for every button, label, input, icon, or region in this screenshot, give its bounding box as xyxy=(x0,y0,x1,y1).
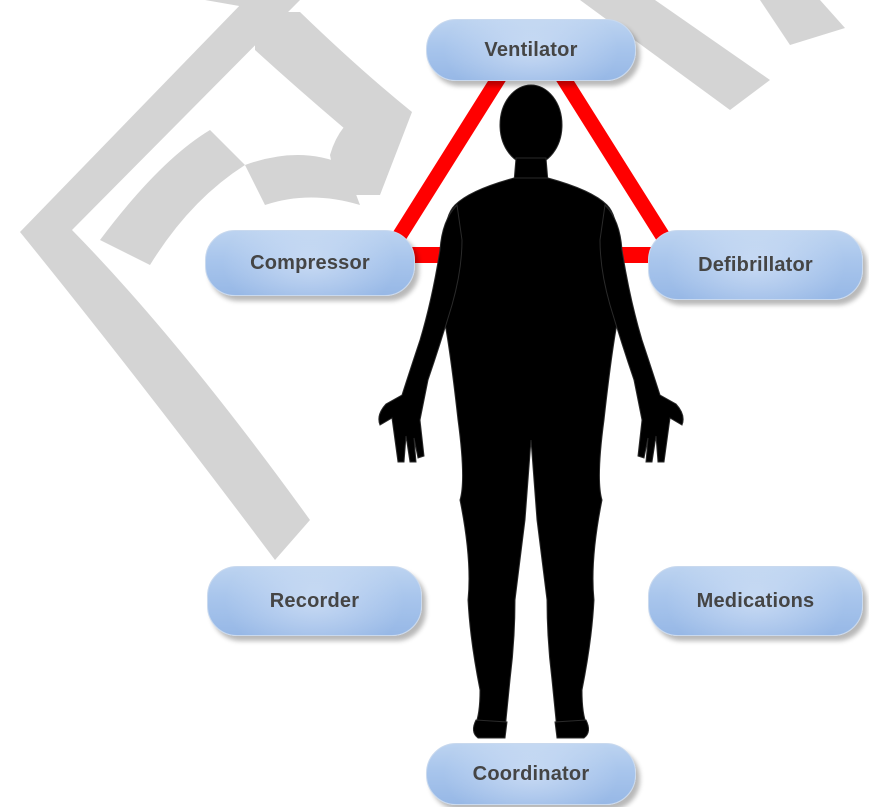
role-defibrillator: Defibrillator xyxy=(648,230,863,300)
silhouette-body xyxy=(440,178,622,730)
role-medications: Medications xyxy=(648,566,863,636)
watermark-stroke-6 xyxy=(760,0,845,45)
role-coordinator-label: Coordinator xyxy=(473,763,590,786)
role-recorder-label: Recorder xyxy=(270,590,359,613)
role-medications-label: Medications xyxy=(697,590,815,613)
role-coordinator: Coordinator xyxy=(426,743,636,805)
silhouette-right-foot xyxy=(555,720,589,738)
silhouette-head xyxy=(500,85,562,165)
silhouette-left-foot xyxy=(473,720,507,738)
role-ventilator: Ventilator xyxy=(426,19,636,81)
role-recorder: Recorder xyxy=(207,566,422,636)
role-ventilator-label: Ventilator xyxy=(484,39,577,62)
role-defibrillator-label: Defibrillator xyxy=(698,254,813,277)
role-compressor: Compressor xyxy=(205,230,415,296)
role-compressor-label: Compressor xyxy=(250,252,370,275)
